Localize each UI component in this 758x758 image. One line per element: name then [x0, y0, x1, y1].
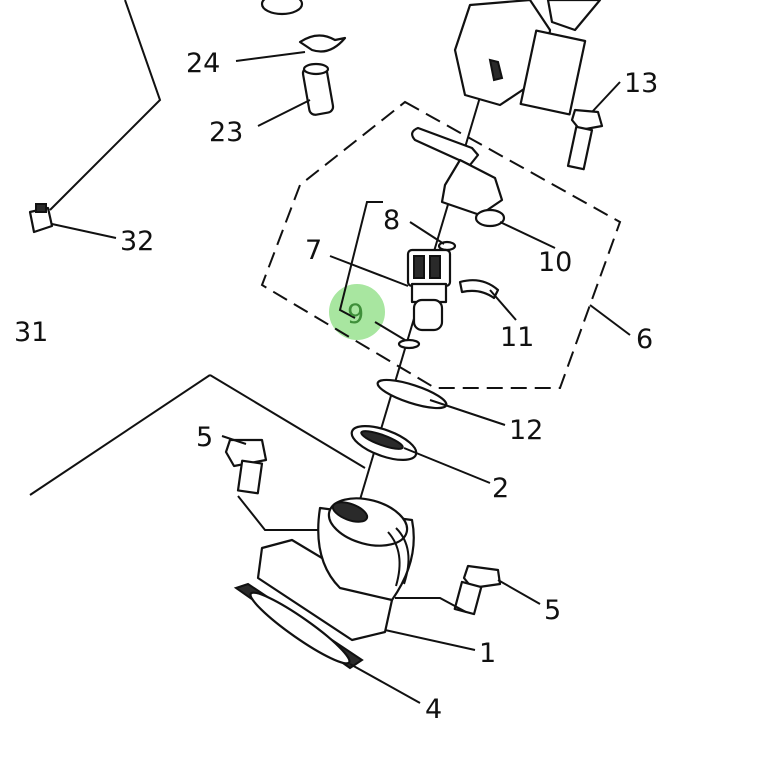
- callout-7-9-bracket: [338, 201, 383, 319]
- callout-10: 10: [538, 247, 572, 278]
- part-4-gasket: [233, 582, 364, 670]
- part-23-sleeve: [301, 62, 335, 116]
- callout-5-right: 5: [544, 595, 561, 626]
- callout-13: 13: [624, 68, 658, 99]
- callout-1: 1: [479, 638, 496, 669]
- frame-lines-left: [29, 0, 366, 496]
- part-12-gasket: [376, 378, 448, 410]
- callout-2: 2: [492, 473, 509, 504]
- part-5-bolt-left: [224, 438, 268, 495]
- callout-12: 12: [509, 415, 543, 446]
- part-10-fuel-pipe: [411, 126, 506, 228]
- callout-4: 4: [425, 694, 442, 725]
- part-24-clip: [260, 0, 347, 53]
- injector-assembly-boundary: [260, 100, 622, 389]
- callout-9: 9: [347, 299, 364, 330]
- part-1-intake-joint: [237, 495, 467, 642]
- part-5-bolt-right: [453, 564, 502, 616]
- part-13-bolt: [566, 108, 604, 171]
- leader-lines: [51, 51, 631, 704]
- part-2-seal: [350, 425, 418, 461]
- part-11-clip: [458, 279, 500, 300]
- callout-23: 23: [209, 117, 243, 148]
- callout-32: 32: [120, 226, 154, 257]
- throttle-body-top: [453, 0, 602, 116]
- callout-6: 6: [636, 324, 653, 355]
- callout-31: 31: [14, 317, 48, 348]
- callout-labels: 24 23 13 32 31 8 7 9 10 11 6 12 5 2 5 1 …: [14, 48, 658, 725]
- callout-7: 7: [305, 235, 322, 266]
- part-9-o-ring: [397, 338, 421, 350]
- callout-8: 8: [383, 205, 400, 236]
- part-7-injector: [406, 248, 452, 332]
- callout-24: 24: [186, 48, 220, 79]
- part-32-clip: [28, 203, 54, 234]
- callout-11: 11: [500, 322, 534, 353]
- callout-5-left: 5: [196, 422, 213, 453]
